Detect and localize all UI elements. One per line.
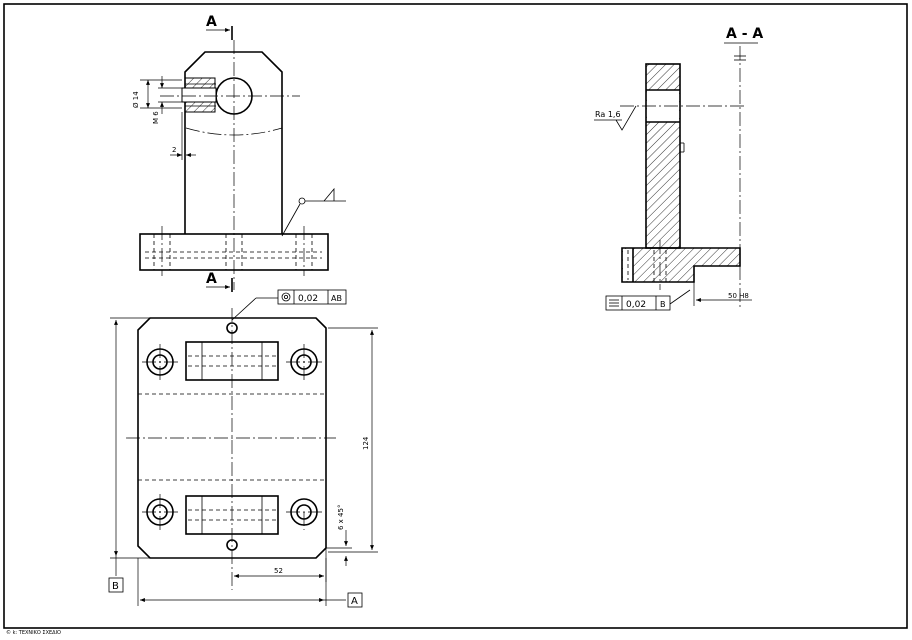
top-view: B A 52 124 6 x 45° 0,02 AB (108, 289, 378, 608)
datum-a-label: A (351, 596, 358, 607)
tol1-datum: AB (331, 294, 342, 303)
fit-label: 50 H8 (728, 292, 749, 300)
tol2-datum: B (660, 300, 666, 309)
section-view: A - A Ra 1,6 50 H8 (594, 26, 763, 311)
tolerance-frame-concentricity: 0,02 AB (277, 289, 347, 305)
cut-label-bottom: A (206, 271, 217, 287)
height-dim-label: 124 (362, 436, 370, 450)
roughness-label: Ra 1,6 (595, 110, 621, 119)
cut-label-top: A (206, 14, 217, 30)
footer-note: © k: ΤΕΧΝΙΚΟ ΣΧΕΔΙΟ (6, 629, 61, 636)
concentricity-icon (281, 292, 291, 302)
tolerance-frame-symmetry: 0,02 B (605, 295, 671, 311)
drawing-border (3, 3, 908, 629)
chamfer-label: 6 x 45° (337, 505, 345, 530)
offset-dim-label: 2 (172, 146, 176, 154)
center-dist-label: 52 (274, 567, 283, 575)
datum-b-label: B (112, 581, 119, 592)
tol1-value: 0,02 (298, 294, 318, 304)
front-view: Ø 14 M 6 2 A A (132, 14, 346, 292)
symmetry-icon (609, 299, 619, 307)
bore-diameter-label: Ø 14 (132, 91, 140, 108)
section-view-title: A - A (726, 26, 763, 42)
tol2-value: 0,02 (626, 300, 646, 310)
thread-label: M 6 (152, 111, 160, 124)
